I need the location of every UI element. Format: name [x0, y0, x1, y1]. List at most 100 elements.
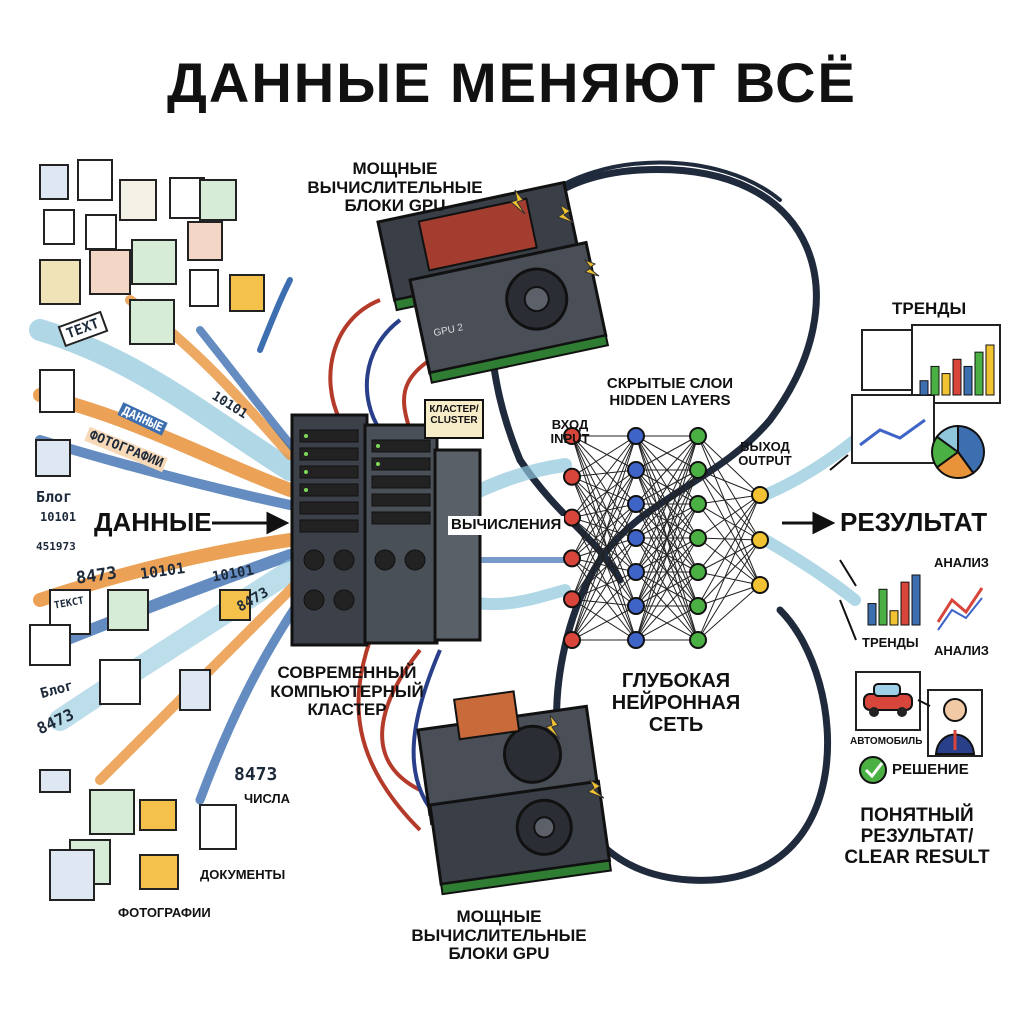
nn-edge	[571, 517, 637, 539]
nn-node-hidden2	[689, 563, 707, 581]
nn-edge	[697, 539, 761, 641]
nn-edge	[697, 435, 761, 496]
nn-node-input	[563, 427, 581, 445]
nn-edge	[571, 571, 637, 600]
nn-edge	[571, 435, 637, 641]
nn-edge	[571, 435, 637, 478]
nn-edge	[697, 503, 761, 586]
nn-node-hidden1	[627, 461, 645, 479]
trend-bar	[974, 351, 984, 396]
photos-caption: Фотографии	[118, 905, 211, 920]
hidden-layers-label: Скрытые слои Hidden layers	[606, 375, 734, 409]
trend-bar	[952, 358, 962, 396]
nn-node-hidden1	[627, 563, 645, 581]
nn-node-input	[563, 508, 581, 527]
nn-node-input	[563, 590, 581, 609]
nn-edge	[571, 503, 637, 519]
input-items	[29, 159, 265, 901]
nn-edge	[697, 584, 761, 607]
trend-bars-top	[919, 344, 995, 396]
nn-edge	[635, 537, 699, 641]
gpu-bottom-label: Мощные вычислительные блоки GPU	[411, 907, 587, 964]
nn-edge	[697, 494, 761, 505]
trend-bar	[867, 603, 877, 626]
analysis-top-label: Анализ	[934, 555, 989, 570]
nn-node-input	[563, 549, 581, 568]
output-items	[829, 324, 1001, 784]
result-label: Результат	[840, 507, 988, 537]
nn-edge	[697, 494, 761, 607]
result-pie	[931, 424, 985, 479]
car-caption: Автомобиль	[850, 736, 923, 747]
trends-top-label: Тренды	[892, 299, 967, 318]
nn-edge	[635, 503, 699, 641]
nn-edge	[571, 435, 637, 600]
nn-edge	[571, 435, 637, 559]
nn-edge	[697, 537, 761, 586]
nn-edge	[571, 557, 637, 607]
nn-node-hidden2	[689, 495, 707, 513]
nn-edge	[571, 537, 637, 600]
nn-edge	[571, 476, 637, 607]
analysis-bottom-label: Анализ	[934, 643, 989, 658]
nn-node-output	[751, 576, 769, 594]
gpu-bottom	[416, 690, 613, 896]
nn-node-hidden2	[689, 461, 707, 479]
nn-node-hidden2	[689, 631, 707, 649]
check-icon	[859, 756, 887, 784]
data-label: Данные	[94, 507, 212, 537]
cluster-tag-bg	[424, 399, 484, 439]
nn-edge	[697, 469, 761, 496]
nn-edge	[571, 537, 637, 559]
nn-edge	[697, 539, 761, 573]
pie-slice	[935, 424, 959, 454]
nn-edge	[571, 537, 637, 641]
nn-edge	[697, 539, 761, 607]
nn-node-hidden1	[627, 529, 645, 547]
nn-edge	[697, 435, 761, 586]
input-label: Вход Input	[550, 417, 590, 447]
nn-edge	[571, 469, 637, 641]
page-title: Данные меняют всё	[167, 51, 857, 114]
nn-edge	[697, 494, 761, 539]
numbers-caption: числа	[244, 791, 291, 806]
nn-edge	[571, 435, 637, 573]
nn-edge	[635, 435, 699, 539]
nn-edge	[571, 435, 637, 505]
nn-edge	[571, 476, 637, 573]
nn-node-hidden2	[689, 529, 707, 547]
nn-edge	[571, 517, 637, 607]
nn-edge	[571, 571, 637, 641]
decision-label: Решение	[892, 761, 969, 778]
nn-edge	[571, 435, 637, 518]
trend-bar	[900, 581, 910, 626]
nn-edge	[697, 494, 761, 641]
nn-edge	[697, 469, 761, 541]
nn-node-input	[563, 631, 581, 649]
clear-result-label: Понятный результат/ Clear result	[844, 805, 990, 868]
trend-bar	[941, 373, 951, 396]
trend-bar	[889, 610, 899, 626]
trend-bar	[930, 365, 940, 396]
trend-bars-bottom	[867, 574, 921, 626]
nn-node-input	[563, 467, 581, 486]
nn-edge	[571, 503, 637, 559]
trend-bar	[911, 574, 921, 626]
nn-node-hidden1	[627, 597, 645, 615]
nn-edge	[571, 469, 637, 600]
trend-bar	[919, 380, 929, 396]
numbers-value: 8473	[234, 764, 278, 785]
pie-slice	[935, 450, 975, 479]
trend-bar	[985, 344, 995, 396]
number-label-1: 451973	[36, 540, 76, 553]
car-icon	[863, 683, 913, 717]
nn-edge	[571, 469, 637, 519]
pie-slice	[957, 424, 985, 475]
nn-node-hidden1	[627, 631, 645, 649]
cluster-tag: Кластер/ Cluster	[429, 404, 479, 426]
nn-node-hidden1	[627, 427, 645, 445]
nn-node-output	[751, 486, 769, 504]
nn-edge	[697, 571, 761, 586]
arrows	[212, 511, 836, 535]
